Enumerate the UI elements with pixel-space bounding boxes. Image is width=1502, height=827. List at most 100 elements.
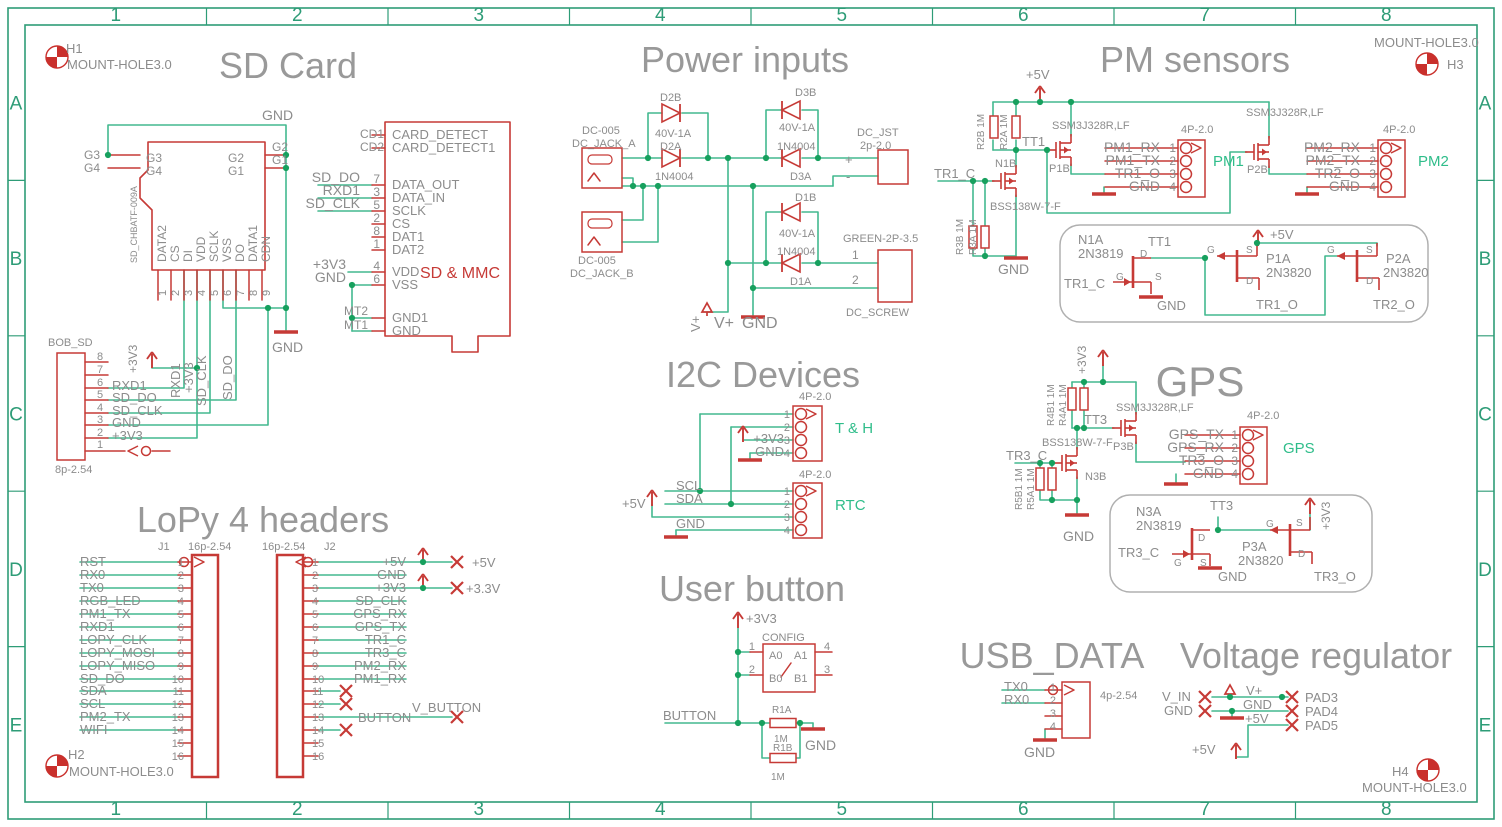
r2b-lbl: R2B 1M [976, 114, 987, 150]
p2b-val: SSM3J328R,LF [1246, 107, 1324, 119]
power-arrow-line [417, 547, 424, 556]
j2-l3: +3V3 [375, 580, 406, 595]
cfg-b1: B1 [794, 673, 807, 685]
wire [801, 109, 819, 159]
wire [1039, 489, 1078, 501]
junction-dot [419, 584, 427, 592]
j1-l10: SD_DO [80, 671, 125, 686]
j2-l8: TR3_C [365, 645, 406, 660]
wire [832, 175, 879, 187]
vr-gnd-r: GND [1243, 697, 1272, 712]
component-body [877, 149, 909, 185]
pm2-tx: PM2_TX [1306, 152, 1361, 168]
pm1-val: 4P-2.0 [1181, 124, 1213, 136]
n1b-ref: N1B [995, 158, 1016, 170]
frame-row-label: E [1479, 715, 1492, 736]
p2b-ref: P2B [1247, 164, 1268, 176]
frame-row-label: B [1479, 249, 1492, 270]
connector-pin-circle [1379, 167, 1393, 181]
net-sdclk-v: SD_CLK [194, 355, 209, 406]
wire [1070, 163, 1106, 175]
gps-tx: GPS_TX [1169, 426, 1225, 442]
ub-gnd: GND [805, 737, 836, 753]
j2-33v-flag: +3.3V [466, 581, 501, 596]
pin1-triangle [1063, 684, 1075, 696]
connector-pin-circle [794, 433, 808, 447]
p2a-s: S [1366, 245, 1373, 256]
frame-col-label: 7 [1199, 799, 1210, 820]
jst-ref: DC_JST [857, 127, 899, 139]
d1b-ref: D1B [795, 192, 816, 204]
resistor-symbol [769, 752, 797, 764]
wire [765, 211, 783, 264]
jfet-gate-arrow [1270, 526, 1278, 534]
power-arrow-line [646, 489, 653, 498]
junction-dot [644, 154, 652, 162]
power-arrow [1097, 349, 1109, 366]
mmc-mt1: MT1 [344, 318, 368, 332]
j2-n12: 12 [312, 699, 324, 711]
pin1-circle [1047, 684, 1059, 696]
sd-num-2: 2 [170, 290, 182, 296]
g1-out: G1 [272, 153, 288, 167]
gps-3v3: +3V3 [1075, 345, 1089, 374]
mmc-n3: 3 [373, 185, 380, 199]
net-sddo-v: SD_DO [220, 355, 235, 400]
power-arrow-line [1034, 85, 1041, 94]
j1-n16: 16 [172, 751, 184, 763]
h1-ref: H1 [66, 41, 83, 56]
d1a-ref: D1A [790, 276, 812, 288]
frame-col-label: 3 [473, 5, 484, 26]
power-arrow-line [732, 611, 739, 620]
pm2-n3: 3 [1369, 167, 1376, 181]
frame-row-label: C [9, 405, 23, 426]
mmc-mt2: MT2 [344, 304, 368, 318]
p2a-val: 2N3820 [1383, 265, 1429, 280]
g1-in: G1 [228, 164, 244, 178]
vr-pad4: PAD4 [1305, 704, 1338, 719]
pm2-rx: PM2_RX [1304, 139, 1361, 155]
junction-dot [1201, 254, 1209, 262]
pm-5v: +5V [1026, 67, 1050, 82]
component-body [587, 218, 613, 229]
sd-pin-data1: DATA1 [246, 225, 260, 262]
power-arrow-line [737, 425, 744, 434]
frame-row-label: C [1478, 405, 1492, 426]
mosfet-symbol [992, 165, 1017, 197]
pm1-n2: 2 [1169, 154, 1176, 168]
mmc-net-sddo: SD_DO [312, 169, 360, 185]
j2-n2: 2 [312, 570, 318, 582]
power-arrow-line [1097, 349, 1104, 358]
sd-num-3: 3 [183, 290, 195, 296]
j1-ref: J1 [158, 541, 170, 553]
no-connect-x [339, 723, 353, 737]
j1-n7: 7 [178, 635, 184, 647]
gnd-label-top: GND [262, 107, 293, 123]
th-n4: 4 [784, 448, 790, 460]
wire [765, 109, 783, 159]
vr-5v: +5V [1245, 711, 1269, 726]
frame-row-label: D [9, 560, 23, 581]
power-arrow-line [737, 611, 744, 620]
junction-dot [734, 648, 742, 656]
connector-pin-circle [1379, 180, 1393, 194]
junction-dot [348, 281, 356, 289]
resistor-symbol [1079, 387, 1089, 411]
junction-dot [814, 259, 822, 267]
bob-n3: 3 [97, 414, 103, 426]
power-arrow-line [146, 351, 153, 360]
junction-dot [1214, 526, 1222, 534]
tr1c-box: TR1_C [1064, 276, 1105, 291]
junction-dot [749, 284, 757, 292]
wire [801, 211, 819, 264]
net-rxd1-v: RXD1 [168, 363, 183, 398]
n1a-ref: N1A [1078, 232, 1104, 247]
mmc-vss: VSS [392, 277, 418, 292]
cfg-2: 2 [749, 664, 755, 676]
net-3v3-v: +3V3 [181, 362, 196, 393]
j1-l12: SCL [80, 696, 105, 711]
sd-pin-cs: CS [168, 245, 182, 262]
mmc-net-sdclk: SD_CLK [306, 195, 361, 211]
pm2-val: 4P-2.0 [1383, 124, 1415, 136]
pm1-rx: PM1_RX [1104, 139, 1161, 155]
